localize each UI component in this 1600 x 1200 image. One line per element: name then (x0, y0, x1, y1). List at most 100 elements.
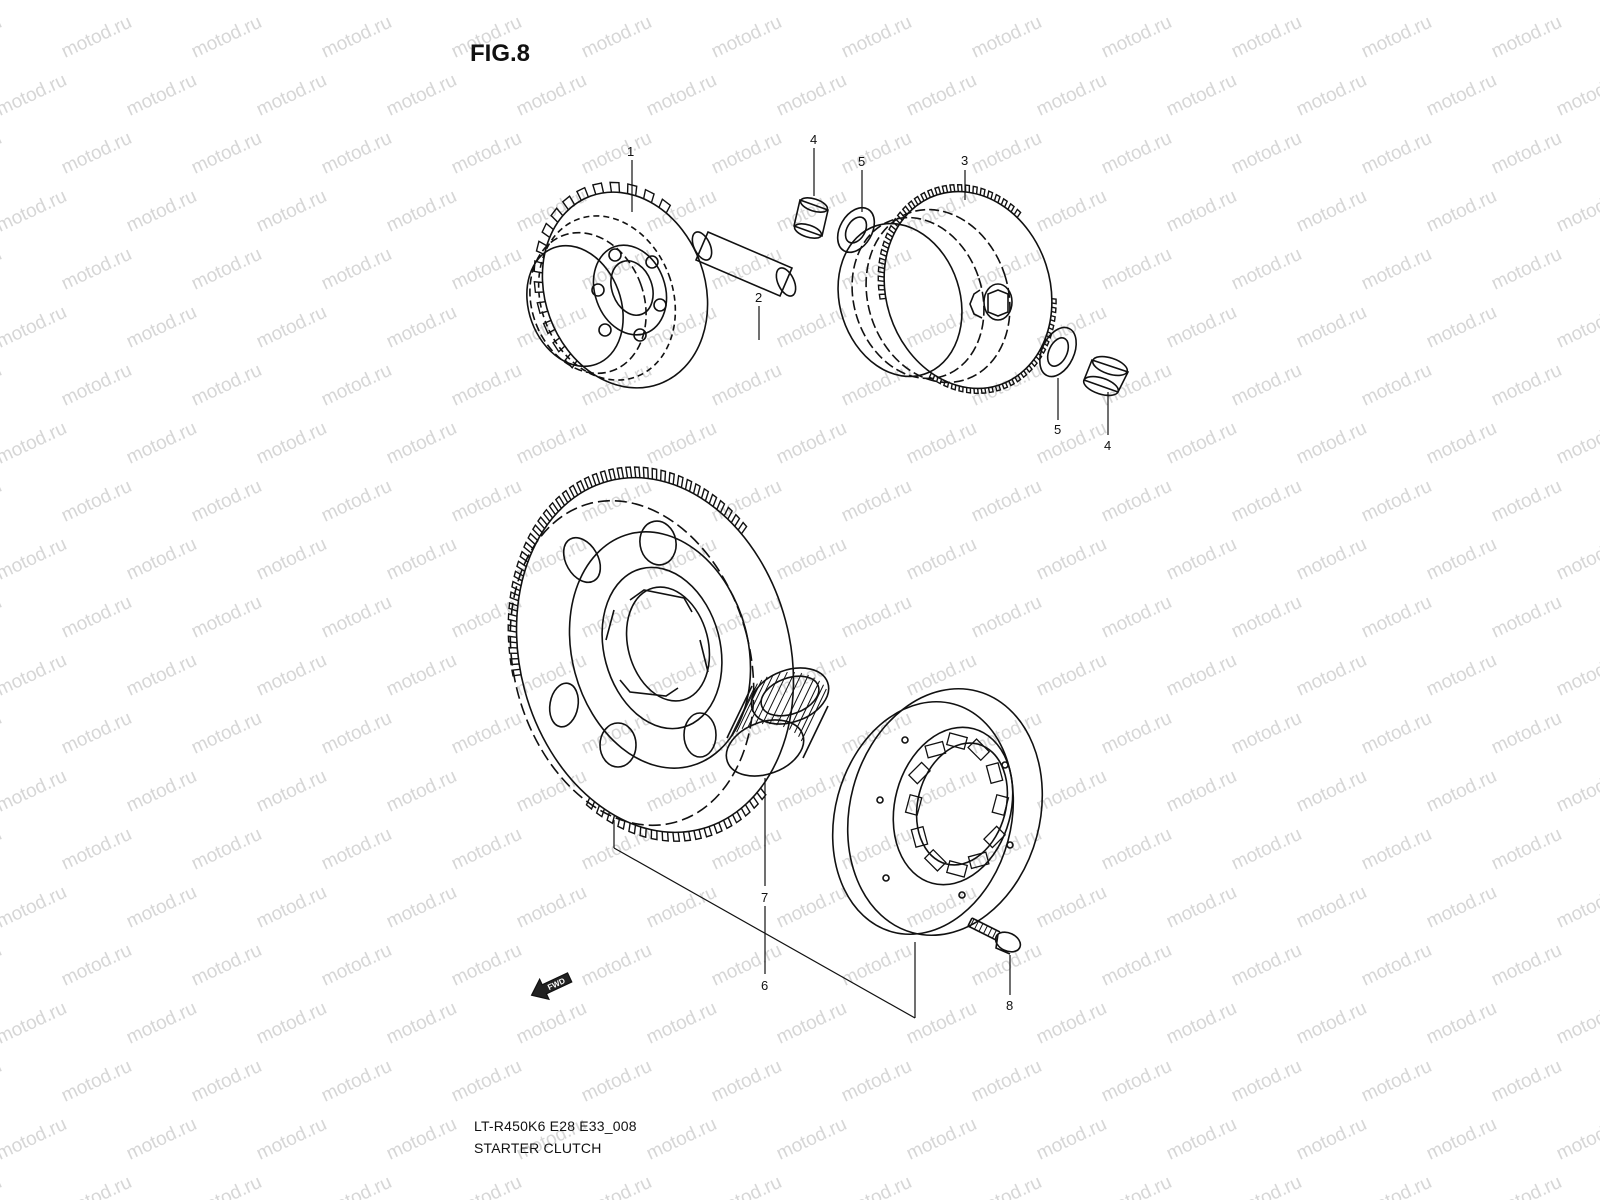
needle-roller (776, 672, 803, 726)
figure-code: LT-R450K6 E28 E33_008 (474, 1118, 637, 1134)
gear-tooth (508, 646, 518, 655)
clutch-roller (910, 825, 929, 848)
gear-tooth (987, 386, 995, 394)
gear-tooth (737, 521, 748, 535)
figure-title: FIG.8 (470, 40, 531, 67)
gear-tooth (1007, 202, 1015, 213)
gear-tooth (509, 591, 520, 602)
gear-tooth (568, 484, 579, 498)
gear-tooth (633, 466, 641, 478)
gear-tooth (723, 506, 734, 520)
gear-tooth (881, 240, 890, 249)
gear-tooth (950, 383, 957, 391)
gear-tooth (884, 232, 893, 242)
gear-tooth (1030, 359, 1038, 368)
bolt-thread (992, 929, 997, 939)
gear-tooth (548, 501, 559, 516)
gear-tooth (994, 384, 1002, 392)
needle-roller (798, 684, 825, 737)
clutch-roller (991, 793, 1010, 817)
gear-tooth (575, 479, 586, 494)
gear-tooth (748, 796, 760, 810)
gear-tooth (878, 257, 886, 266)
needle-roller (761, 671, 788, 725)
gear-tooth (693, 829, 703, 841)
gear-tooth (877, 266, 885, 274)
gear-tooth (878, 293, 886, 300)
gear-tooth (958, 385, 964, 393)
gear-tooth (507, 613, 518, 623)
gear-tooth (1000, 197, 1009, 208)
gear-tooth (507, 624, 517, 633)
part-8-bolt (967, 917, 1022, 955)
gear-tooth (973, 388, 979, 395)
gear-tooth (964, 184, 971, 193)
gear-tooth (660, 469, 667, 482)
gear-tooth (740, 804, 751, 817)
gear-tooth (606, 812, 616, 825)
gear-tooth (564, 353, 578, 369)
callout-4-upper: 4 (810, 132, 817, 147)
gear-tooth (561, 195, 576, 211)
gear-tooth (509, 657, 520, 666)
gear-tooth (561, 489, 572, 503)
callout-3: 3 (961, 153, 968, 168)
gear-tooth (972, 185, 978, 195)
gear-tooth (901, 205, 911, 215)
clutch-roller (983, 825, 1007, 849)
gear-tooth (896, 211, 906, 221)
gear-tooth (533, 260, 544, 274)
gear-tooth (877, 284, 885, 291)
gear-tooth (508, 601, 519, 612)
callout-5-lower: 5 (1054, 422, 1061, 437)
gear-tooth (1051, 298, 1057, 305)
gear-tooth (722, 817, 733, 830)
gear-tooth (650, 829, 658, 841)
gear-tooth (628, 822, 637, 835)
gear-tooth (591, 182, 605, 195)
gear-tooth (1050, 314, 1056, 323)
part-6-starter-clutch-gear (507, 466, 795, 842)
gear-tooth (595, 805, 606, 818)
gear-tooth (700, 487, 710, 502)
clutch-roller (967, 851, 990, 870)
gear-tooth (965, 387, 972, 394)
clutch-roller (924, 740, 947, 759)
gear-tooth (979, 187, 986, 197)
clutch-roller (967, 738, 991, 762)
needle-roller (731, 683, 758, 736)
callout-2: 2 (755, 290, 762, 305)
gear-tooth (554, 495, 566, 509)
gear-tooth (1008, 378, 1016, 387)
needle-roller (800, 688, 827, 742)
bolt-thread (978, 923, 984, 932)
gear-tooth (516, 560, 527, 572)
part-3-starter-gear (837, 183, 1057, 395)
gear-tooth (986, 190, 994, 200)
gear-tooth (943, 380, 950, 389)
gear-tooth (536, 300, 548, 315)
gear-tooth (1013, 208, 1022, 218)
gear-tooth (879, 248, 888, 257)
gear-tooth (888, 224, 897, 234)
watermark-text: motod.ru (0, 1172, 5, 1200)
gear-tooth (1020, 370, 1028, 379)
gear-tooth (542, 508, 554, 522)
part-7-needle-bearing (725, 667, 830, 777)
part-4-bush-lower (1082, 355, 1130, 397)
gear-tooth (550, 207, 564, 223)
gear-tooth (541, 222, 554, 238)
gear-tooth (651, 467, 658, 480)
gear-tooth (513, 570, 524, 582)
gear-tooth (980, 387, 987, 395)
gear-tooth (956, 183, 963, 192)
callout-8: 8 (1006, 998, 1013, 1013)
bolt-thread (987, 927, 993, 937)
needle-roller (769, 671, 796, 725)
gear-tooth (913, 195, 922, 206)
part-4-bush-upper (793, 197, 829, 239)
gear-tooth (892, 217, 901, 228)
gear-tooth (926, 188, 935, 198)
